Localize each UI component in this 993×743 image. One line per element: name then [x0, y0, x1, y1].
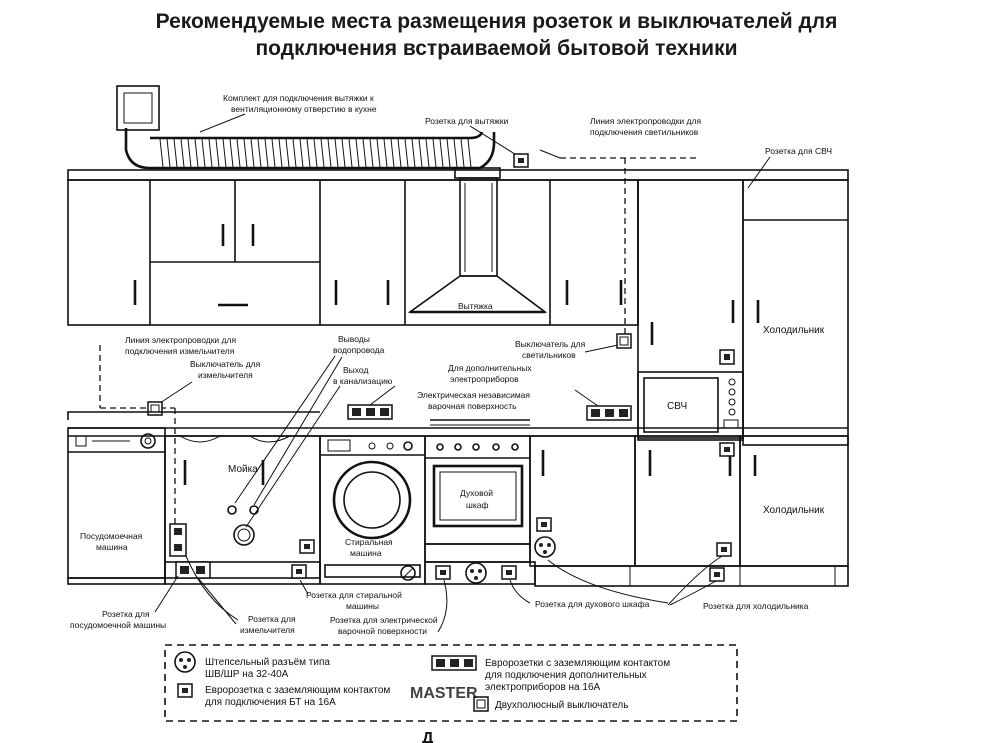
hob-label-1: Электрическая независимая: [417, 390, 530, 400]
oven-plug-socket-icon: [534, 517, 556, 558]
hob-socket-icon: [435, 565, 451, 580]
hood-label: Вытяжка: [458, 301, 493, 311]
title-line-2: подключения встраиваемой бытовой техники: [255, 37, 738, 60]
legend: [164, 644, 738, 722]
bottom-partial-text: Д: [422, 730, 434, 743]
hood-socket-icon: [513, 153, 529, 168]
washing-machine: [319, 435, 426, 585]
hob-socket-label-2: варочной поверхности: [338, 626, 427, 636]
legend-euro-2: для подключения БТ на 16А: [205, 697, 336, 708]
light-switch-icon: [616, 333, 632, 349]
legend-switch: Двухполюсный выключатель: [495, 700, 628, 711]
washer-socket-label-1: Розетка для стиральной: [306, 590, 402, 600]
washer-socket-icon: [299, 539, 315, 554]
light-switch-label-1: Выключатель для: [515, 339, 586, 349]
dw-socket-label-2: посудомоечной машины: [70, 620, 166, 630]
oven-socket-label: Розетка для духового шкафа: [535, 599, 650, 609]
extra-appliances-label-2: электроприборов: [450, 374, 519, 384]
microwave-socket-icon: [719, 349, 735, 365]
vent-kit-arrow: [199, 113, 246, 133]
sewer-label-2: в канализацию: [333, 376, 393, 386]
diagram-title: Рекомендуемые места размещения розеток и…: [0, 8, 993, 62]
dw-socket-label-1: Розетка для: [102, 609, 150, 619]
legend-euro-1: Евророзетка с заземляющим контактом: [205, 685, 390, 696]
upper-cabinets: [67, 169, 849, 446]
hob-socket-label-1: Розетка для электрической: [330, 615, 438, 625]
dishwasher: [67, 427, 166, 579]
water-outlets-label-1: Выводы: [338, 334, 370, 344]
vent-kit-label-1: Комплект для подключения вытяжки к: [223, 93, 374, 103]
sink-sockets-icon: [169, 523, 187, 557]
title-line-1: Рекомендуемые места размещения розеток и…: [155, 10, 838, 33]
water-outlets-label-2: водопровода: [333, 345, 385, 355]
fridge-socket-label: Розетка для холодильника: [703, 601, 809, 611]
chopper-switch-label-1: Выключатель для: [190, 359, 261, 369]
washer-label-2: машина: [350, 548, 382, 558]
fridge-socket-top-icon: [719, 442, 735, 457]
light-line-label-2: подключения светильников: [590, 127, 699, 137]
hob-plug-icon: [465, 562, 487, 584]
sink-label: Мойка: [228, 464, 258, 475]
oven-label-1: Духовой: [460, 488, 493, 498]
triple-socket-left-icon: [347, 404, 393, 420]
legend-triple-3: электроприборов на 16А: [485, 681, 601, 693]
washer-socket-low-icon: [291, 564, 307, 579]
oven-and-hob: [424, 435, 531, 563]
microwave-label: СВЧ: [667, 401, 687, 412]
chopper-socket-label-2: измельчителя: [240, 625, 295, 635]
plinth: [67, 561, 849, 587]
legend-triple-2: для подключения дополнительных: [485, 670, 647, 681]
countertop: [67, 411, 848, 437]
light-switch-label-2: светильников: [522, 350, 576, 360]
dishwasher-label-1: Посудомоечная: [80, 531, 143, 541]
washer-label-1: Стиральная: [345, 537, 393, 547]
watermark-text: MASTER: [410, 685, 478, 702]
oven-socket-icon: [501, 565, 517, 580]
fridge-plinth-socket-icon: [709, 567, 725, 582]
lower-right-cabinets: [529, 435, 849, 567]
range-hood: [407, 177, 548, 314]
triple-socket-right-icon: [586, 405, 632, 421]
chopper-switch-icon: [147, 401, 163, 416]
washer-socket-label-2: машины: [346, 601, 379, 611]
plug-legend-icon: [174, 651, 196, 673]
extra-appliances-label-1: Для дополнительных: [448, 363, 532, 373]
switch-legend-icon: [473, 696, 489, 712]
hood-socket-label: Розетка для вытяжки: [425, 116, 508, 126]
oven-label-2: шкаф: [466, 500, 488, 510]
dishwasher-label-2: машина: [96, 542, 128, 552]
legend-plug-1: Штепсельный разъём типа: [205, 657, 330, 668]
microwave-socket-label: Розетка для СВЧ: [765, 146, 832, 156]
fridge-bottom-label: Холодильник: [763, 505, 825, 516]
fridge-top-label: Холодильник: [763, 325, 825, 336]
legend-plug-2: ШВ/ШР на 32-40А: [205, 669, 289, 680]
hob-label-2: варочная поверхность: [428, 401, 517, 411]
sink-area: [164, 435, 321, 579]
vent-duct: [116, 85, 501, 179]
legend-triple-1: Евророзетки с заземляющим контактом: [485, 658, 670, 669]
chopper-line-label-2: подключения измельчителя: [125, 346, 235, 356]
triple-socket-legend-icon: [431, 655, 477, 671]
fridge-socket-icon: [716, 542, 732, 557]
vent-kit-label-2: вентиляционному отверстию в кухне: [231, 104, 377, 114]
light-line-label-1: Линия электропроводки для: [590, 116, 701, 126]
euro-socket-legend-icon: [177, 683, 193, 698]
chopper-socket-label-1: Розетка для: [248, 614, 296, 624]
sewer-label-1: Выход: [343, 365, 368, 375]
chopper-switch-label-2: измельчителя: [198, 370, 253, 380]
chopper-line-label-1: Линия электропроводки для: [125, 335, 236, 345]
